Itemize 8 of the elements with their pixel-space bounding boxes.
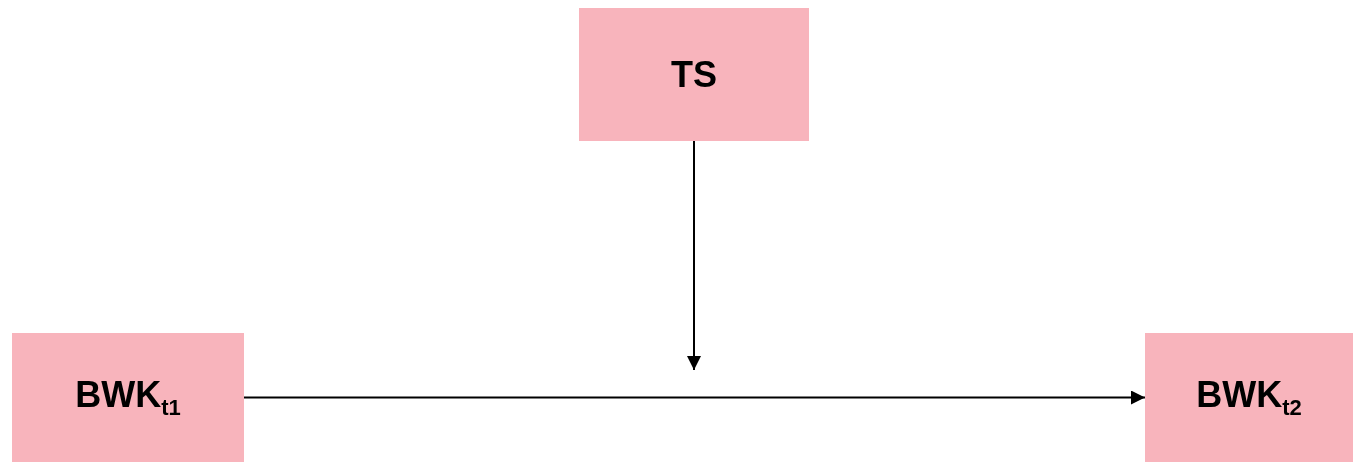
variable-label: BWK$_{t2}$ <box>1196 374 1302 421</box>
variable-box <box>1145 333 1353 462</box>
variable-box <box>12 333 244 462</box>
variable-box <box>579 8 809 141</box>
variable-label: TS <box>671 53 717 96</box>
arrow <box>687 140 701 371</box>
arrow <box>243 390 1146 405</box>
variable-label: BWK$_{t1}$ <box>75 374 181 421</box>
